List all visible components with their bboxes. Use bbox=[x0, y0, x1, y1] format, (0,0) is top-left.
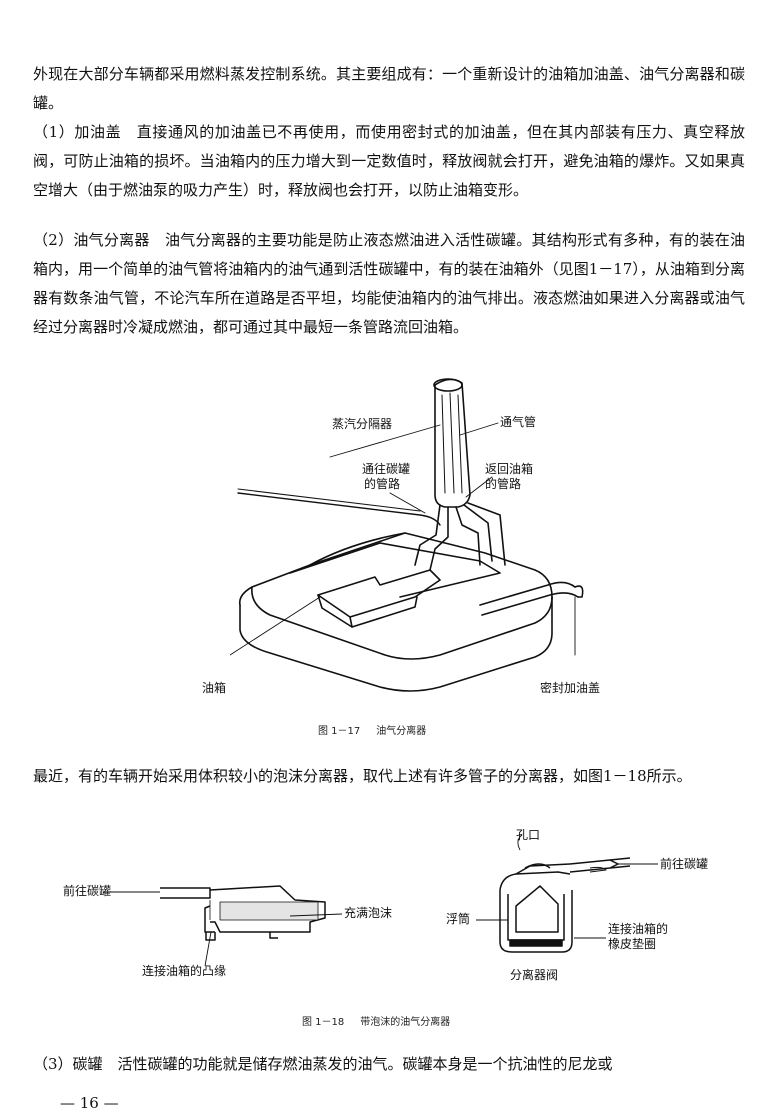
figure-1-17-number: 图 1－17 bbox=[318, 726, 361, 737]
canister-paragraph: （3）碳罐 活性碳罐的功能就是储存燃油蒸发的油气。碳罐本身是一个抗油性的尼龙或 bbox=[33, 1055, 613, 1073]
return-line1-label: 返回油箱 bbox=[485, 462, 534, 476]
foam-separator-drawing bbox=[110, 834, 658, 967]
gasket-line2-label: 橡皮垫圈 bbox=[608, 937, 657, 951]
vapor-separator-label: 蒸汽分隔器 bbox=[332, 417, 393, 431]
figure-1-17-title: 油气分离器 bbox=[376, 726, 427, 737]
fuel-cap-paragraph: （1）加油盖 直接通风的加油盖已不再使用，而使用密封式的加油盖，但在其内部装有压… bbox=[33, 123, 745, 199]
figure-1-17-caption: 图 1－17 油气分离器 bbox=[318, 722, 426, 737]
tank-flange-label: 连接油箱的凸缘 bbox=[142, 964, 227, 978]
separator-valve-label: 分离器阀 bbox=[510, 968, 559, 982]
intro-paragraph: 外现在大部分车辆都采用燃料蒸发控制系统。其主要组成有：一个重新设计的油箱加油盖、… bbox=[33, 65, 745, 112]
figure-1-18-title: 带泡沫的油气分离器 bbox=[360, 1017, 451, 1028]
figure-1-17-vapor-separator: 蒸汽分隔器 通气管 通往碳罐 的管路 返回油箱 的管路 油箱 密封加油盖 bbox=[202, 365, 650, 710]
hole-label: 孔口 bbox=[516, 828, 541, 842]
figure-1-18-number: 图 1－18 bbox=[302, 1017, 345, 1028]
tank-separator-drawing bbox=[229, 378, 584, 692]
float-label: 浮筒 bbox=[446, 912, 471, 926]
vent-pipe-label: 通气管 bbox=[500, 415, 537, 429]
figure-1-18-caption: 图 1－18 带泡沫的油气分离器 bbox=[302, 1013, 450, 1028]
return-line2-label: 的管路 bbox=[485, 477, 522, 491]
filled-foam-label: 充满泡沫 bbox=[344, 906, 393, 920]
figure-1-18-foam-separator: 前往碳罐 充满泡沫 连接油箱的凸缘 孔口 前往碳罐 浮筒 连接油箱的 橡皮垫圈 … bbox=[63, 820, 720, 990]
foam-separator-paragraph: 最近，有的车辆开始采用体积较小的泡沫分离器，取代上述有许多管子的分离器，如图1－… bbox=[33, 767, 692, 785]
to-canister-line1-label: 通往碳罐 bbox=[362, 462, 411, 476]
to-canister-left-label: 前往碳罐 bbox=[63, 884, 112, 898]
gasket-line1-label: 连接油箱的 bbox=[608, 922, 669, 936]
page-number: — 16 — bbox=[60, 1094, 119, 1112]
vapor-separator-paragraph: （2）油气分离器 油气分离器的主要功能是防止液态燃油进入活性碳罐。其结构形式有多… bbox=[33, 231, 745, 336]
sealed-cap-label: 密封加油盖 bbox=[540, 681, 601, 695]
to-canister-right-label: 前往碳罐 bbox=[660, 857, 709, 871]
to-canister-line2-label: 的管路 bbox=[364, 477, 401, 491]
tank-label: 油箱 bbox=[202, 681, 227, 695]
